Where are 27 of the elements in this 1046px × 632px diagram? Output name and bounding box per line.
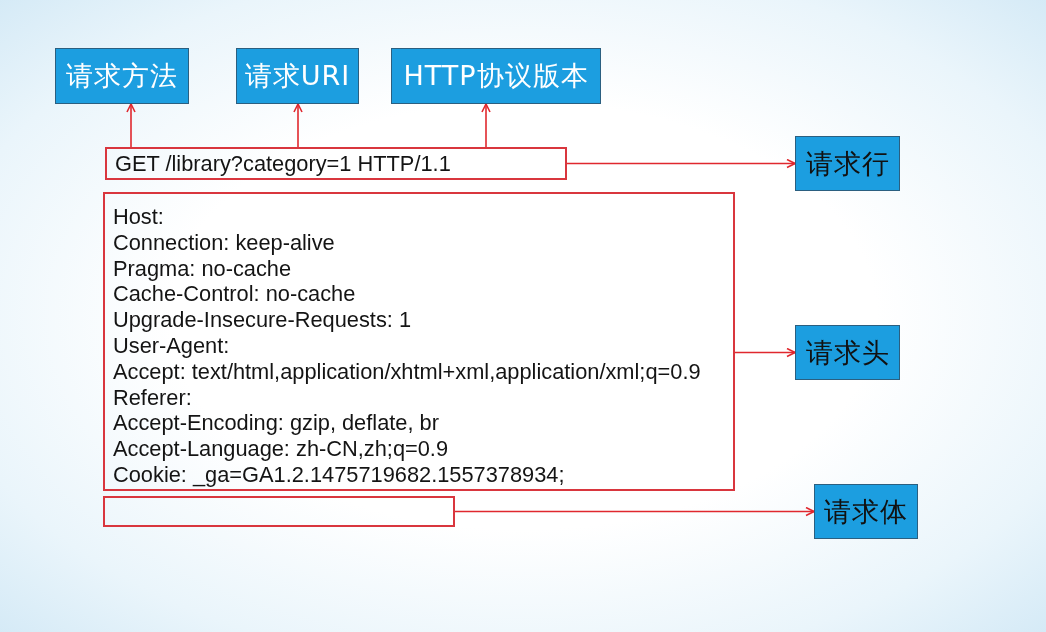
callout-box: 请求URI [236, 48, 359, 104]
arrow [734, 347, 796, 358]
http-text-line: GET /library?category=1 HTTP/1.1 [115, 151, 451, 177]
http-text-line: Upgrade-Insecure-Requests: 1 [113, 307, 412, 333]
request-line-frame [105, 147, 567, 180]
http-text-line: Referer: [113, 384, 192, 411]
request-body-frame [103, 496, 455, 527]
http-text-line: Connection: keep-alive [113, 229, 335, 256]
http-text-line: User-Agent: [113, 333, 230, 359]
request-headers-frame [103, 192, 735, 491]
arrow [566, 158, 796, 169]
http-text-line: Cookie: _ga=GA1.2.1475719682.1557378934; [113, 462, 565, 488]
arrow [293, 103, 303, 148]
callout-box: 请求方法 [55, 48, 189, 104]
callout-box: 请求头 [795, 325, 900, 380]
http-text-line: Accept: text/html,application/xhtml+xml,application/xml;q=0.9 [113, 358, 701, 385]
http-text-line: Accept-Language: zh-CN,zh;q=0.9 [113, 436, 449, 462]
callout-box: 请求体 [814, 484, 918, 539]
callout-box: 请求行 [795, 136, 900, 191]
http-text-line: Host: [113, 204, 164, 230]
http-text-line: Pragma: no-cache [113, 255, 292, 282]
callout-box: HTTP协议版本 [391, 48, 601, 104]
http-text-line: Accept-Encoding: gzip, deflate, br [113, 410, 439, 437]
http-text-line: Cache-Control: no-cache [113, 281, 356, 308]
arrow [126, 103, 136, 148]
arrow [481, 103, 491, 148]
arrow [454, 506, 815, 517]
